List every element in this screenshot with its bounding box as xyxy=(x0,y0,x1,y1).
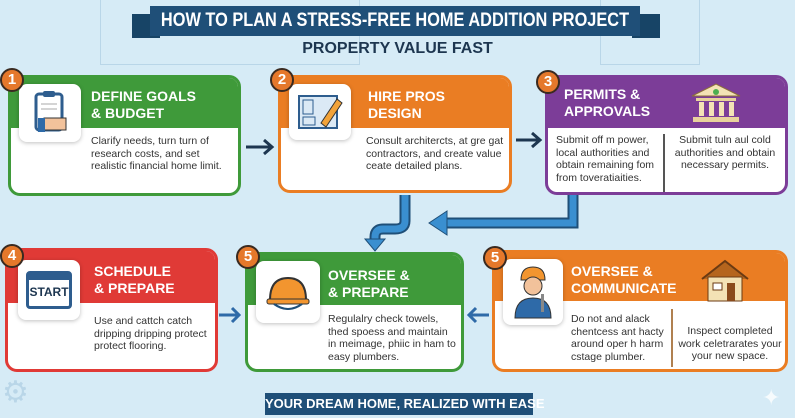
step-card-define-goals: DEFINE GOALS & BUDGET Clarify needs, tur… xyxy=(8,75,241,196)
step-title: OVERSEE & COMMUNICATE xyxy=(571,263,677,296)
title-banner xyxy=(150,6,640,36)
hard-hat-icon xyxy=(256,261,320,323)
divider xyxy=(663,134,665,192)
arrow-right-icon xyxy=(516,131,543,149)
step-description-secondary: Inspect completed work celetrarates your… xyxy=(678,325,782,362)
step-title: DEFINE GOALS & BUDGET xyxy=(91,88,197,121)
gear-icon: ⚙ xyxy=(2,376,29,409)
step-number-badge: 1 xyxy=(0,68,24,92)
step-title: SCHEDULE & PREPARE xyxy=(94,263,175,296)
step-description: Consult architercts, at gre gat contract… xyxy=(366,135,504,172)
divider xyxy=(671,309,673,367)
step-title: HIRE PROS DESIGN xyxy=(368,88,446,121)
clipboard-icon xyxy=(19,84,81,142)
calendar-start-label: START xyxy=(26,271,72,309)
step-description: Do not and alack chentcess ant hacty aro… xyxy=(571,313,664,363)
step-number-badge: 3 xyxy=(536,70,560,94)
step-card-schedule: START SCHEDULE & PREPARE Use and cattch … xyxy=(5,248,218,372)
step-title: PERMITS & APPROVALS xyxy=(564,86,651,119)
flow-arrow-down xyxy=(363,195,579,252)
step-number-badge: 5 xyxy=(236,245,260,269)
step-card-oversee-prepare: OVERSEE & & PREPARE Regulalry check towe… xyxy=(245,252,464,372)
page-title: HOW TO PLAN A STRESS-FREE HOME ADDITION … xyxy=(160,10,630,31)
step-number-badge: 2 xyxy=(270,68,294,92)
blueprint-pencil-icon xyxy=(289,84,351,140)
calendar-icon: START xyxy=(18,260,80,320)
arrow-left-icon xyxy=(466,306,489,324)
worker-icon xyxy=(503,259,563,325)
arrow-right-icon xyxy=(219,306,242,324)
step-number-badge: 4 xyxy=(0,244,24,268)
step-title: OVERSEE & & PREPARE xyxy=(328,267,410,300)
step-number-badge: 5 xyxy=(483,246,507,270)
government-building-icon xyxy=(688,82,744,129)
arrow-right-icon xyxy=(246,138,275,156)
house-icon xyxy=(700,259,750,308)
card-header xyxy=(548,78,785,128)
page-subtitle: PROPERTY VALUE FAST xyxy=(302,40,493,57)
step-description-secondary: Submit tuln aul cold authorities and obt… xyxy=(674,134,776,171)
step-card-permits: PERMITS & APPROVALS Submit off m power, … xyxy=(545,75,788,195)
step-description: Regulalry check towels, thed spoess and … xyxy=(328,313,456,363)
sparkle-icon: ✦ xyxy=(762,385,781,410)
step-description: Clarify needs, turn turn of research cos… xyxy=(91,135,222,172)
step-card-hire-pros: HIRE PROS DESIGN Consult architercts, at… xyxy=(278,75,512,193)
step-card-oversee-communicate: OVERSEE & COMMUNICATE Do not and alack c… xyxy=(492,250,788,372)
step-description: Use and cattch catch dripping dripping p… xyxy=(94,315,207,352)
footer-banner: YOUR DREAM HOME, REALIZED WITH EASE xyxy=(265,393,545,415)
step-description: Submit off m power, local authorities an… xyxy=(556,134,655,184)
